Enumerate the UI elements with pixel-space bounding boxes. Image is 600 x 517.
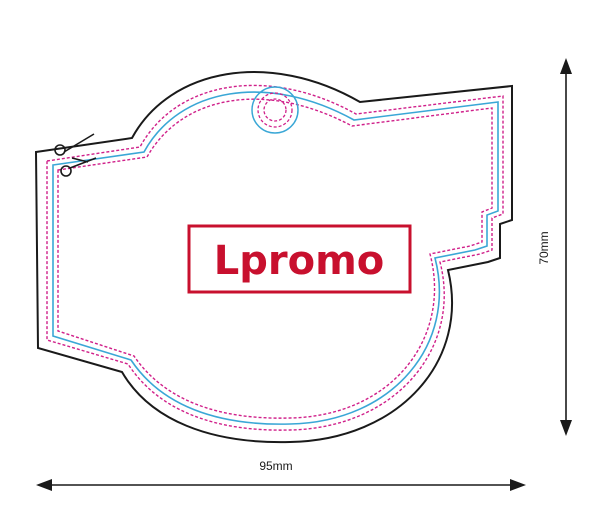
bleed-line (52, 91, 499, 425)
logo: Lpromo (187, 224, 412, 294)
safe-line-inner (57, 98, 493, 419)
height-arrow-bottom-icon (560, 420, 572, 436)
height-dimension: 70mm (537, 58, 572, 436)
width-arrow-right-icon (510, 479, 526, 491)
logo-frame (187, 224, 412, 294)
width-label: 95mm (259, 459, 292, 473)
scissors-icon (54, 133, 97, 177)
logo-text: Lpromo (214, 238, 385, 284)
cut-line (34, 71, 513, 444)
width-dimension: 95mm (36, 459, 526, 491)
height-label: 70mm (537, 231, 551, 264)
width-arrow-left-icon (36, 479, 52, 491)
hang-hole-icon (251, 86, 299, 134)
safe-line-outer (46, 84, 504, 431)
height-arrow-top-icon (560, 58, 572, 74)
